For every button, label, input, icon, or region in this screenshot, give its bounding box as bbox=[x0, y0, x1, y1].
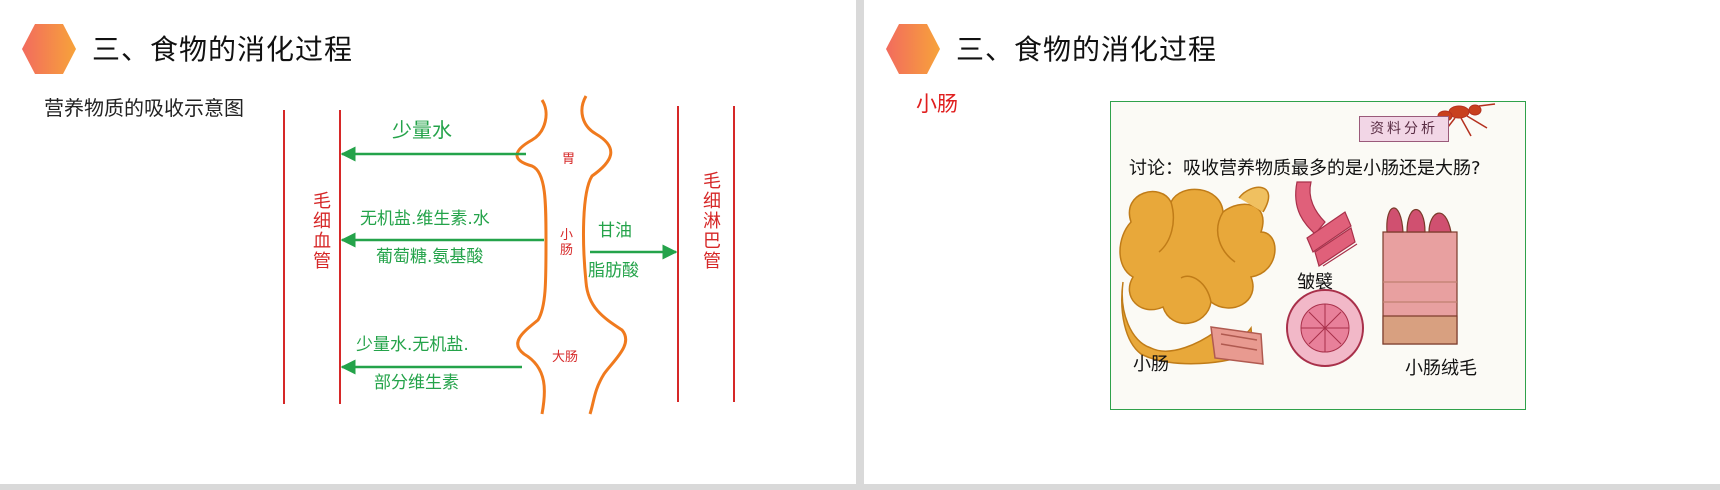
slide-title: 三、食物的消化过程 bbox=[92, 33, 354, 66]
data-analysis-badge: 资料分析 bbox=[1359, 116, 1449, 142]
lymph-absorbs-line2: 脂肪酸 bbox=[588, 261, 639, 281]
digestive-tract-right-wall bbox=[580, 95, 628, 415]
villi-icon bbox=[1382, 207, 1458, 345]
intestine-artwork bbox=[1119, 103, 1496, 367]
label-small-intestine: 小肠 bbox=[1133, 354, 1169, 375]
hexagon-bullet-icon bbox=[22, 24, 76, 74]
small-intestine-absorbs-line1: 无机盐.维生素.水 bbox=[360, 209, 490, 229]
intestine-section-icon bbox=[1210, 326, 1264, 365]
slide-digestion-absorption: 三、食物的消化过程 营养物质的吸收示意图 毛细血管 毛细淋巴管 bbox=[0, 0, 856, 484]
cross-section-icon bbox=[1286, 289, 1364, 367]
capillary-label: 毛细血管 bbox=[313, 191, 331, 272]
stomach-absorbs-text: 少量水 bbox=[392, 118, 452, 142]
large-intestine-absorbs-line2: 部分维生素 bbox=[374, 373, 459, 393]
diagram-subtitle: 营养物质的吸收示意图 bbox=[44, 96, 244, 120]
small-intestine-absorbs-line2: 葡萄糖.氨基酸 bbox=[376, 247, 484, 267]
small-intestine-illustration: 资料分析 讨论：吸收营养物质最多的是小肠还是大肠? 小肠 皱襞 小肠绒毛 bbox=[1110, 101, 1526, 410]
small-intestine-label: 小肠 bbox=[560, 228, 574, 258]
lymph-absorbs-line1: 甘油 bbox=[598, 221, 632, 241]
stomach-label: 胃 bbox=[562, 152, 576, 167]
fold-tissue-icon bbox=[1295, 181, 1358, 267]
large-intestine-absorbs-line1: 少量水.无机盐. bbox=[356, 335, 469, 355]
section-label: 小肠 bbox=[916, 92, 958, 116]
label-folds: 皱襞 bbox=[1297, 272, 1333, 293]
lymph-label: 毛细淋巴管 bbox=[703, 171, 721, 272]
discussion-question: 讨论：吸收营养物质最多的是小肠还是大肠? bbox=[1129, 158, 1481, 179]
label-villi: 小肠绒毛 bbox=[1405, 358, 1477, 379]
absorption-diagram: 毛细血管 毛细淋巴管 胃 小肠 大肠 少量水 无机盐.维生素.水 葡萄糖.氨基酸… bbox=[270, 92, 750, 422]
slide-small-intestine: 三、食物的消化过程 小肠 bbox=[864, 0, 1720, 484]
digestive-tract-left-wall bbox=[515, 99, 548, 415]
hexagon-bullet-icon bbox=[886, 24, 940, 74]
large-intestine-label: 大肠 bbox=[552, 350, 579, 365]
absorption-diagram-drawing bbox=[283, 95, 735, 415]
slide-title: 三、食物的消化过程 bbox=[956, 33, 1218, 66]
